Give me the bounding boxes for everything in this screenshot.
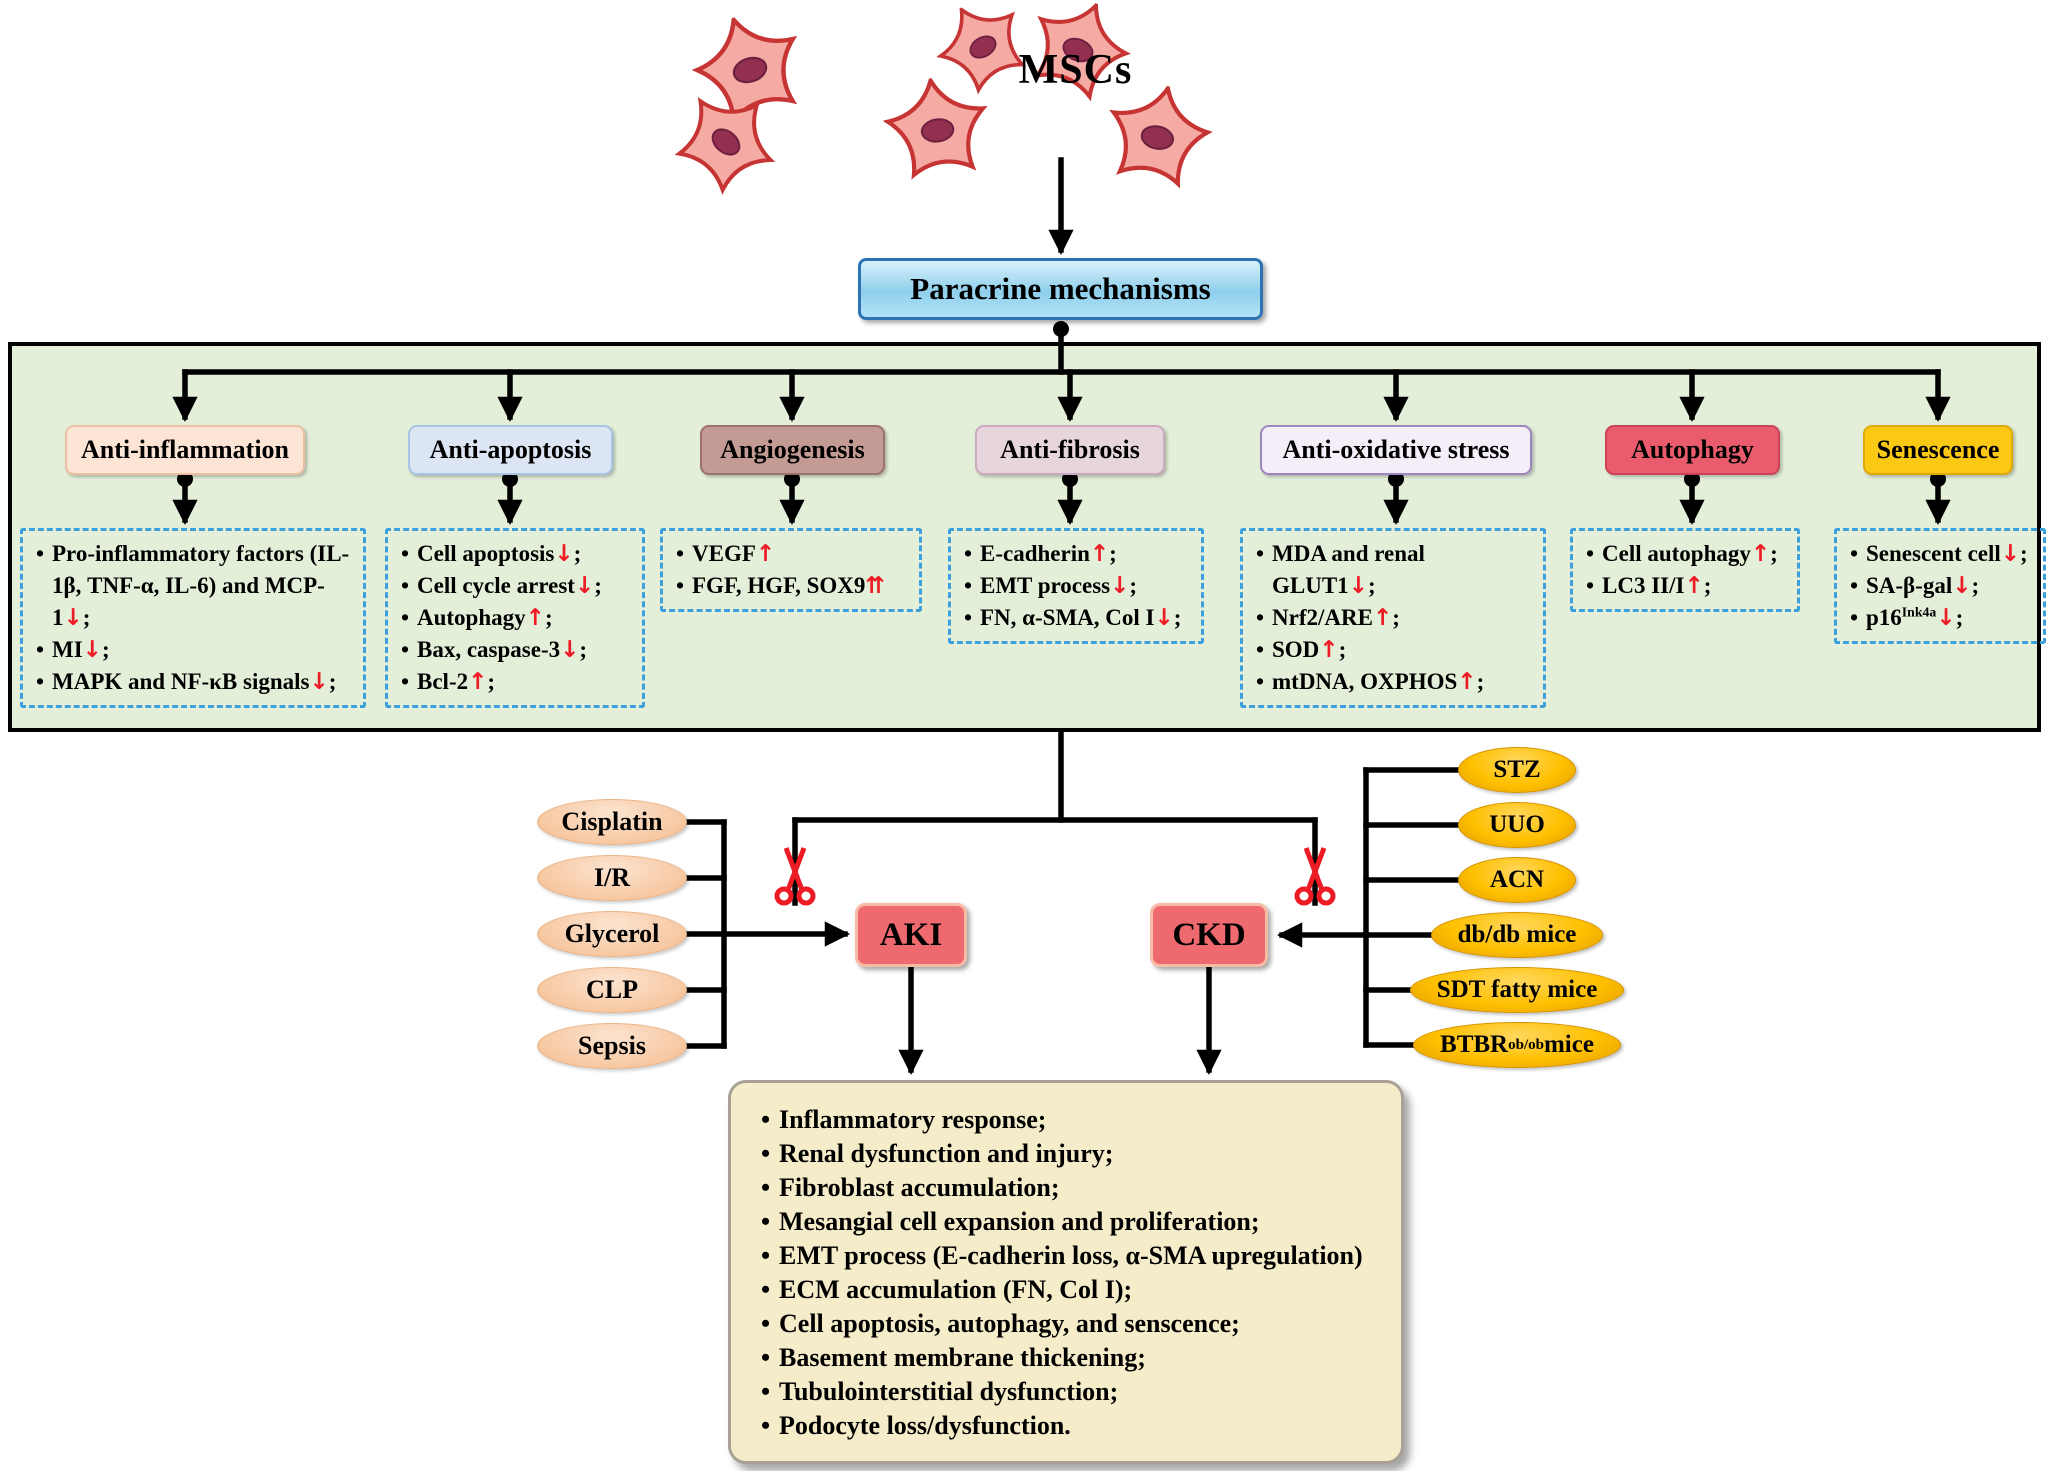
mechanism-item: Bcl-2↑;	[398, 666, 632, 698]
outcome-item: Mesangial cell expansion and proliferati…	[759, 1205, 1373, 1239]
mechanism-header-anti-oxidative-stress: Anti-oxidative stress	[1260, 425, 1532, 475]
mechanism-label: Autophagy	[1631, 435, 1754, 464]
outcome-item: Renal dysfunction and injury;	[759, 1137, 1373, 1171]
mechanism-items-angiogenesis: VEGF↑FGF, HGF, SOX9⇈	[660, 528, 922, 612]
outcome-item: Fibroblast accumulation;	[759, 1171, 1373, 1205]
ckd-label: CKD	[1172, 916, 1246, 953]
mechanism-item: Cell apoptosis↓;	[398, 538, 632, 570]
mechanism-items-autophagy: Cell autophagy↑;LC3 II/I↑;	[1570, 528, 1800, 612]
mechanism-label: Anti-fibrosis	[1000, 435, 1140, 464]
msc-title: MSCs	[1018, 47, 1133, 93]
mechanism-item: EMT process↓;	[961, 570, 1191, 602]
aki-cause-pill: Cisplatin	[537, 799, 687, 845]
outcome-item: EMT process (E-cadherin loss, α-SMA upre…	[759, 1239, 1373, 1273]
mechanism-item: Cell cycle arrest↓;	[398, 570, 632, 602]
outcome-item: Inflammatory response;	[759, 1103, 1373, 1137]
ckd-model-pill: db/db mice	[1430, 912, 1604, 958]
mechanism-item: MI↓;	[33, 634, 353, 666]
outcome-item: Basement membrane thickening;	[759, 1341, 1373, 1375]
mechanism-header-angiogenesis: Angiogenesis	[700, 425, 885, 475]
scissors-icon-right	[1294, 847, 1336, 906]
mechanism-item: SOD↑;	[1253, 634, 1533, 666]
paracrine-mechanisms-box: Paracrine mechanisms	[858, 258, 1263, 320]
mechanism-item: Nrf2/ARE↑;	[1253, 602, 1533, 634]
mechanism-item: FN, α-SMA, Col I↓;	[961, 602, 1191, 634]
mechanism-label: Senescence	[1876, 435, 2000, 464]
mechanism-items-anti-oxidative-stress: MDA and renal GLUT1↓;Nrf2/ARE↑;SOD↑;mtDN…	[1240, 528, 1546, 708]
mechanism-header-anti-inflammation: Anti-inflammation	[65, 425, 305, 475]
outcome-item: Cell apoptosis, autophagy, and senscence…	[759, 1307, 1373, 1341]
aki-label: AKI	[879, 916, 943, 953]
aki-cause-pill: Sepsis	[537, 1023, 687, 1069]
msc-cells-illustration	[664, 0, 1215, 204]
mechanism-header-anti-fibrosis: Anti-fibrosis	[975, 425, 1165, 475]
mechanism-items-anti-fibrosis: E-cadherin↑;EMT process↓;FN, α-SMA, Col …	[948, 528, 1204, 644]
mechanism-item: E-cadherin↑;	[961, 538, 1191, 570]
ckd-model-pill: UUO	[1458, 802, 1576, 848]
mechanism-header-autophagy: Autophagy	[1605, 425, 1780, 475]
mechanism-item: MAPK and NF-κB signals↓;	[33, 666, 353, 698]
outcomes-box: Inflammatory response;Renal dysfunction …	[728, 1080, 1404, 1464]
aki-cause-pill: I/R	[537, 855, 687, 901]
mechanism-item: p16Ink4a↓;	[1847, 602, 2033, 634]
ckd-model-pill: SDT fatty mice	[1409, 967, 1625, 1013]
ckd-model-pill: ACN	[1458, 857, 1576, 903]
mechanism-label: Anti-inflammation	[81, 435, 289, 464]
mechanism-item: Senescent cell↓;	[1847, 538, 2033, 570]
mechanism-item: Pro-inflammatory factors (IL-1β, TNF-α, …	[33, 538, 353, 634]
mechanism-items-anti-apoptosis: Cell apoptosis↓;Cell cycle arrest↓;Autop…	[385, 528, 645, 708]
mechanism-item: SA-β-gal↓;	[1847, 570, 2033, 602]
mechanism-item: Bax, caspase-3↓;	[398, 634, 632, 666]
mechanism-header-anti-apoptosis: Anti-apoptosis	[408, 425, 613, 475]
paracrine-label: Paracrine mechanisms	[910, 271, 1211, 306]
mechanism-header-senescence: Senescence	[1863, 425, 2013, 475]
ckd-model-pill: STZ	[1458, 747, 1576, 793]
scissors-icon-left	[774, 847, 816, 906]
mechanism-item: VEGF↑	[673, 538, 909, 570]
aki-cause-pill: CLP	[537, 967, 687, 1013]
mechanism-item: Autophagy↑;	[398, 602, 632, 634]
aki-box: AKI	[855, 903, 967, 967]
mechanism-label: Anti-oxidative stress	[1282, 435, 1510, 464]
mechanism-item: mtDNA, OXPHOS↑;	[1253, 666, 1533, 698]
mechanism-label: Anti-apoptosis	[429, 435, 592, 464]
mechanism-item: FGF, HGF, SOX9⇈	[673, 570, 909, 602]
mechanism-item: LC3 II/I↑;	[1583, 570, 1787, 602]
mechanism-items-senescence: Senescent cell↓;SA-β-gal↓;p16Ink4a↓;	[1834, 528, 2046, 644]
outcome-item: Podocyte loss/dysfunction.	[759, 1409, 1373, 1443]
mechanism-item: Cell autophagy↑;	[1583, 538, 1787, 570]
outcome-item: Tubulointerstitial dysfunction;	[759, 1375, 1373, 1409]
ckd-box: CKD	[1150, 903, 1268, 967]
mechanism-items-anti-inflammation: Pro-inflammatory factors (IL-1β, TNF-α, …	[20, 528, 366, 708]
aki-cause-pill: Glycerol	[537, 911, 687, 957]
mechanism-label: Angiogenesis	[720, 435, 865, 464]
outcome-item: ECM accumulation (FN, Col I);	[759, 1273, 1373, 1307]
mechanism-item: MDA and renal GLUT1↓;	[1253, 538, 1533, 602]
